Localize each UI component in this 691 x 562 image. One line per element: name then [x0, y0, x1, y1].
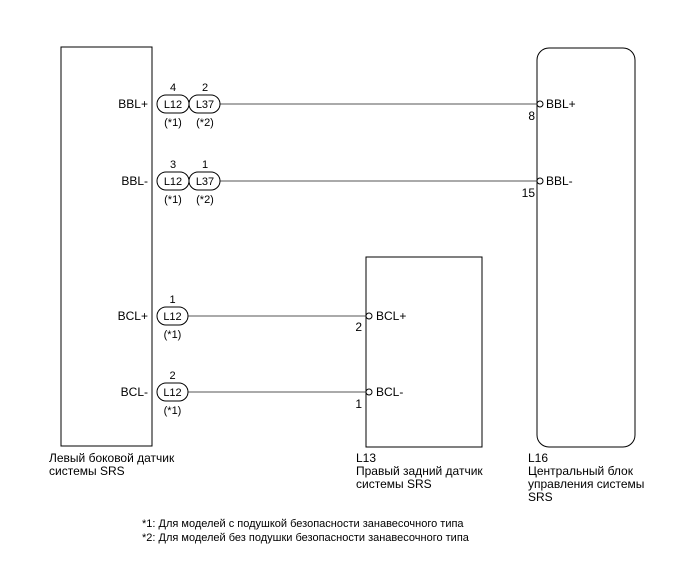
left-pin-bbl-minus: BBL-: [121, 174, 148, 188]
connector-code: L37: [196, 176, 214, 188]
terminal-rear-bcl-minus: [365, 388, 373, 396]
left-pin-bcl-minus: BCL-: [121, 385, 148, 399]
footnote-2: *2: Для моделей без подушки безопасности…: [142, 532, 469, 544]
caption-line: системы SRS: [356, 477, 432, 491]
connector-pin-number: 4: [170, 82, 176, 94]
center-pin-bbl-plus: BBL+: [546, 97, 576, 111]
left-pin-bcl-plus: BCL+: [118, 309, 148, 323]
connector-note: (*2): [196, 117, 214, 129]
footnote-1: *1: Для моделей с подушкой безопасности …: [142, 518, 464, 530]
connector-bbl-plus: L12 L37 4 2 (*1) (*2): [156, 82, 221, 129]
caption-line: управления системы: [528, 477, 645, 491]
left-sensor-box: [60, 46, 153, 447]
connector-pin-number: 2: [202, 82, 208, 94]
rear-sensor-box: [365, 256, 483, 448]
connector-code: L12: [163, 387, 181, 399]
connector-bcl-plus: L12 1 (*1): [156, 294, 189, 341]
rear-pin-bcl-minus: BCL-: [376, 385, 403, 399]
rear-sensor-caption: L13 Правый задний датчик системы SRS: [356, 452, 483, 491]
center-unit-box: [536, 47, 636, 448]
caption-line: Центральный блок: [528, 464, 633, 478]
connector-code: L12: [163, 311, 181, 323]
left-pin-bbl-plus: BBL+: [118, 97, 148, 111]
connector-code: L12: [164, 176, 182, 188]
connector-code: L37: [196, 99, 214, 111]
caption-line: SRS: [528, 490, 553, 504]
connector-code: L12: [164, 99, 182, 111]
center-pin-bbl-minus: BBL-: [546, 174, 573, 188]
connector-note: (*1): [164, 194, 182, 206]
connector-pin-number: 1: [202, 159, 208, 171]
component-code: L16: [528, 451, 549, 465]
center-pin-number: 15: [522, 186, 536, 200]
connector-pin-number: 2: [169, 370, 175, 382]
center-pin-number: 8: [528, 109, 535, 123]
connector-note: (*2): [196, 194, 214, 206]
terminal-center-bbl-minus: [536, 177, 544, 185]
caption-line: Правый задний датчик: [356, 464, 483, 478]
component-code: L13: [356, 451, 377, 465]
connector-bcl-minus: L12 2 (*1): [156, 370, 189, 417]
rear-pin-number: 2: [355, 320, 362, 334]
center-unit-caption: L16 Центральный блок управления системы …: [528, 452, 644, 504]
rear-pin-bcl-plus: BCL+: [376, 309, 406, 323]
connector-bbl-minus: L12 L37 3 1 (*1) (*2): [156, 159, 221, 206]
caption-line: системы SRS: [49, 464, 125, 478]
left-sensor-caption: Левый боковой датчик системы SRS: [49, 452, 174, 478]
caption-line: Левый боковой датчик: [49, 451, 175, 465]
connector-pin-number: 1: [169, 294, 175, 306]
connector-note: (*1): [164, 405, 182, 417]
connector-note: (*1): [164, 329, 182, 341]
terminal-center-bbl-plus: [536, 100, 544, 108]
connector-pin-number: 3: [170, 159, 176, 171]
connector-note: (*1): [164, 117, 182, 129]
rear-pin-number: 1: [355, 397, 362, 411]
terminal-rear-bcl-plus: [365, 312, 373, 320]
